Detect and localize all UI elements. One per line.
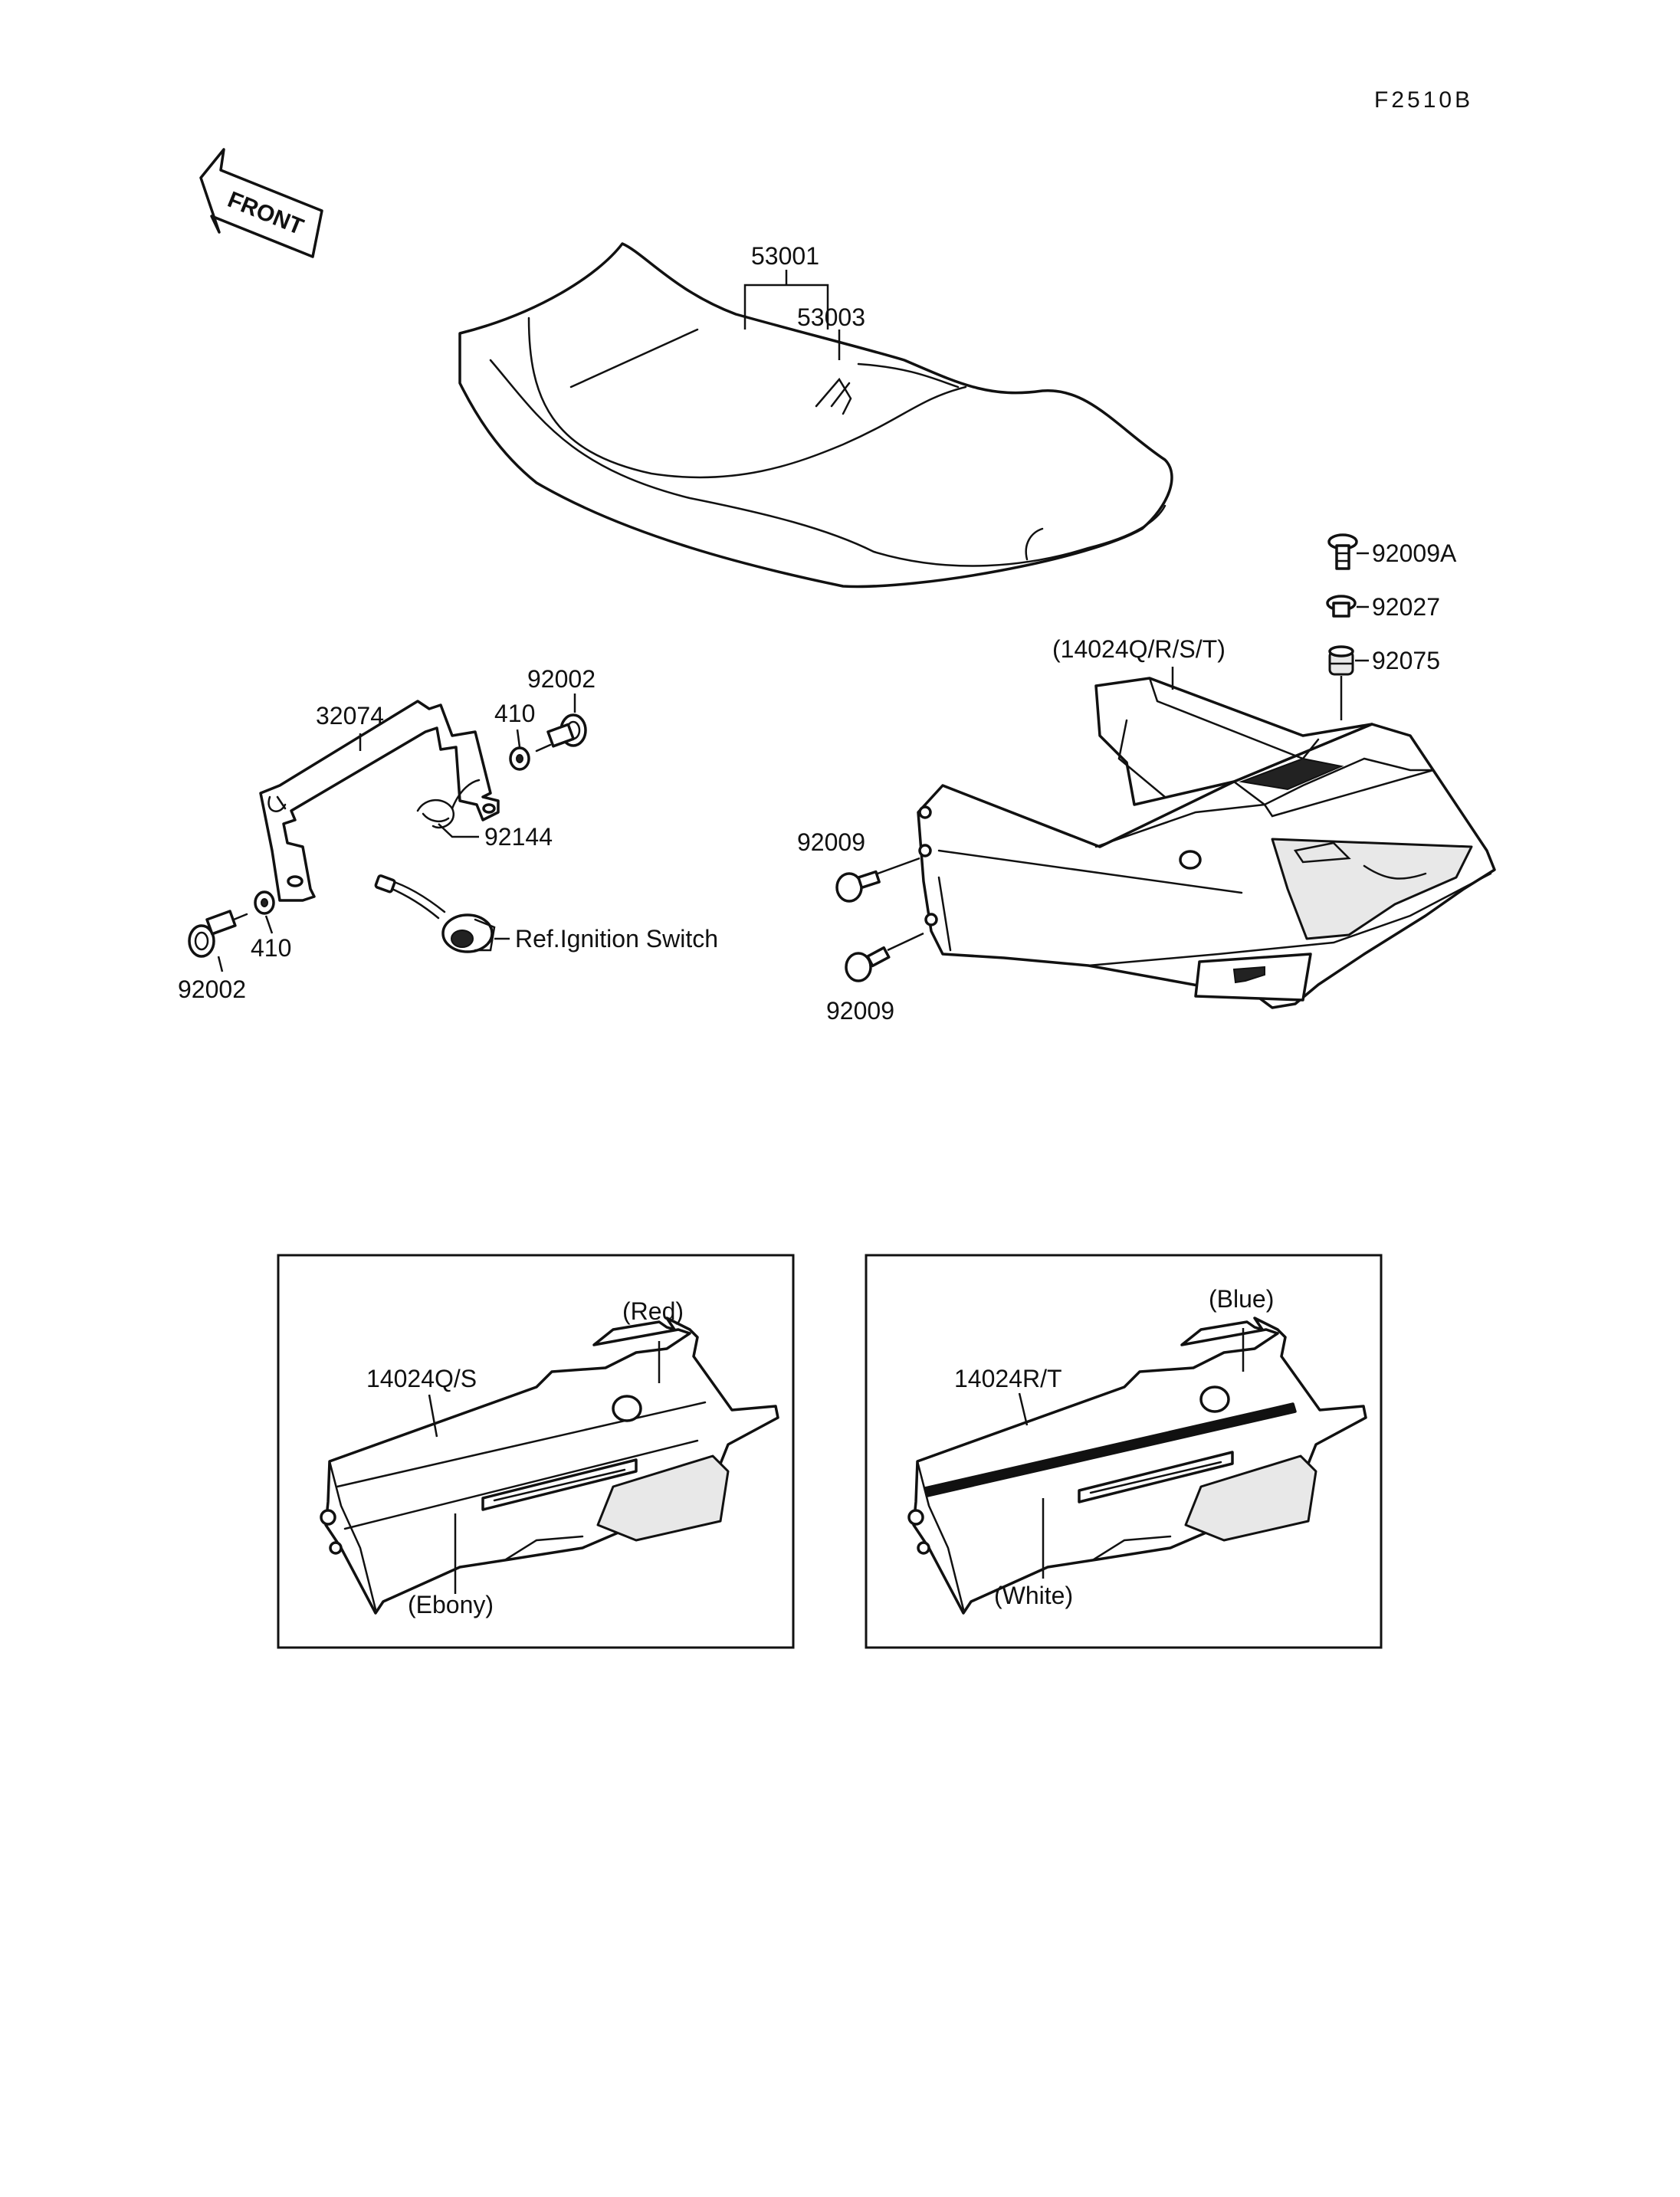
inset-left-top-color: (Red) [622,1297,684,1325]
label-92009-upper: 92009 [797,828,865,856]
inset-left-bottom-color: (Ebony) [408,1591,494,1618]
bracket-drawing [259,700,500,902]
inset-left-part: 14024Q/S [366,1365,477,1392]
label-14024-top: (14024Q/R/S/T) [1052,635,1226,663]
label-410-lower: 410 [251,934,291,962]
washer-lower-icon [254,890,275,915]
label-410-upper: 410 [494,700,535,727]
label-92002-lower: 92002 [178,976,246,1003]
inset-right-top-color: (Blue) [1209,1285,1274,1313]
label-53003: 53003 [797,303,865,331]
label-92027: 92027 [1372,593,1440,621]
inset-left [277,1254,795,1649]
seat-cover-drawing [917,677,1496,1009]
label-92144: 92144 [484,823,553,851]
inset-right-part: 14024R/T [954,1365,1062,1392]
bolt-top-icon [1327,533,1358,570]
label-ignition-ref: Ref.Ignition Switch [515,925,718,953]
inset-right [865,1254,1383,1649]
seat-drawing [458,242,1173,589]
label-53001: 53001 [751,242,819,270]
inset-right-bottom-color: (White) [994,1582,1073,1609]
label-92075: 92075 [1372,647,1440,674]
label-92002-upper: 92002 [527,665,596,693]
collar-icon [1326,595,1357,618]
bolt-left-upper-icon [835,870,881,903]
label-92009a: 92009A [1372,539,1457,567]
damper-icon [1328,645,1354,676]
label-32074: 32074 [316,702,384,730]
washer-upper-icon [509,746,530,771]
bolt-left-lower-icon [845,946,891,982]
front-arrow-icon: FRONT [199,148,323,258]
figure-code: F2510B [1374,87,1473,113]
bolt-lower-icon [188,910,248,958]
ignition-switch-icon [374,874,496,953]
bolt-upper-icon [535,713,587,753]
label-92009-lower: 92009 [826,997,894,1025]
